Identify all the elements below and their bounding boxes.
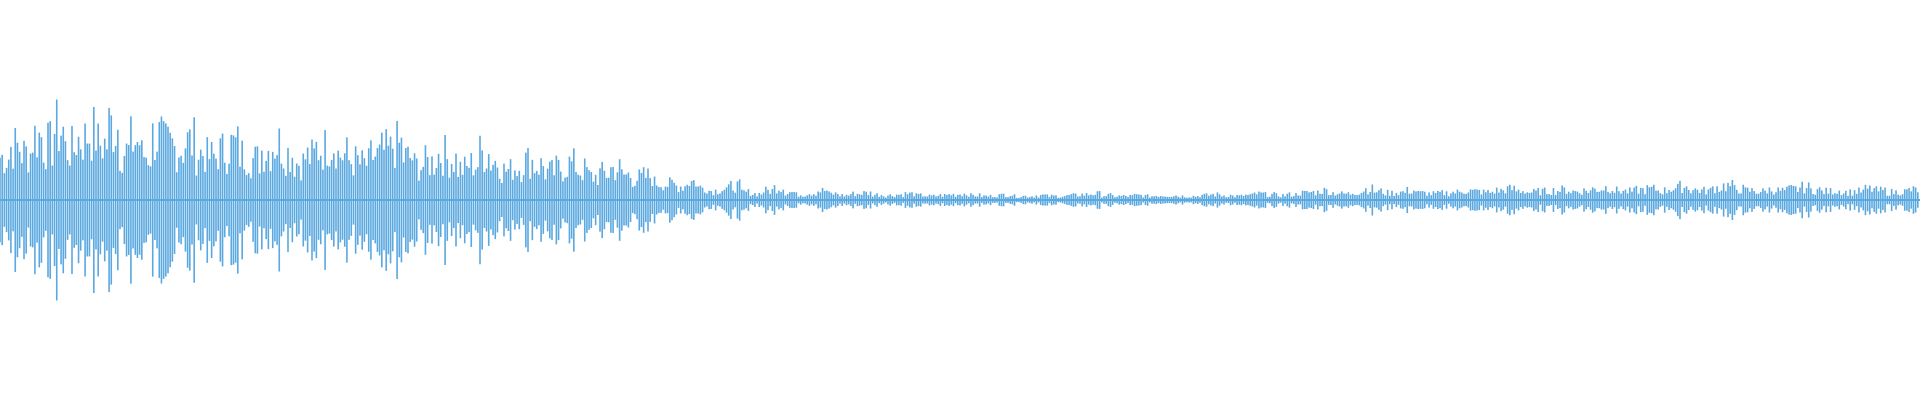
waveform-bars bbox=[0, 99, 1919, 301]
